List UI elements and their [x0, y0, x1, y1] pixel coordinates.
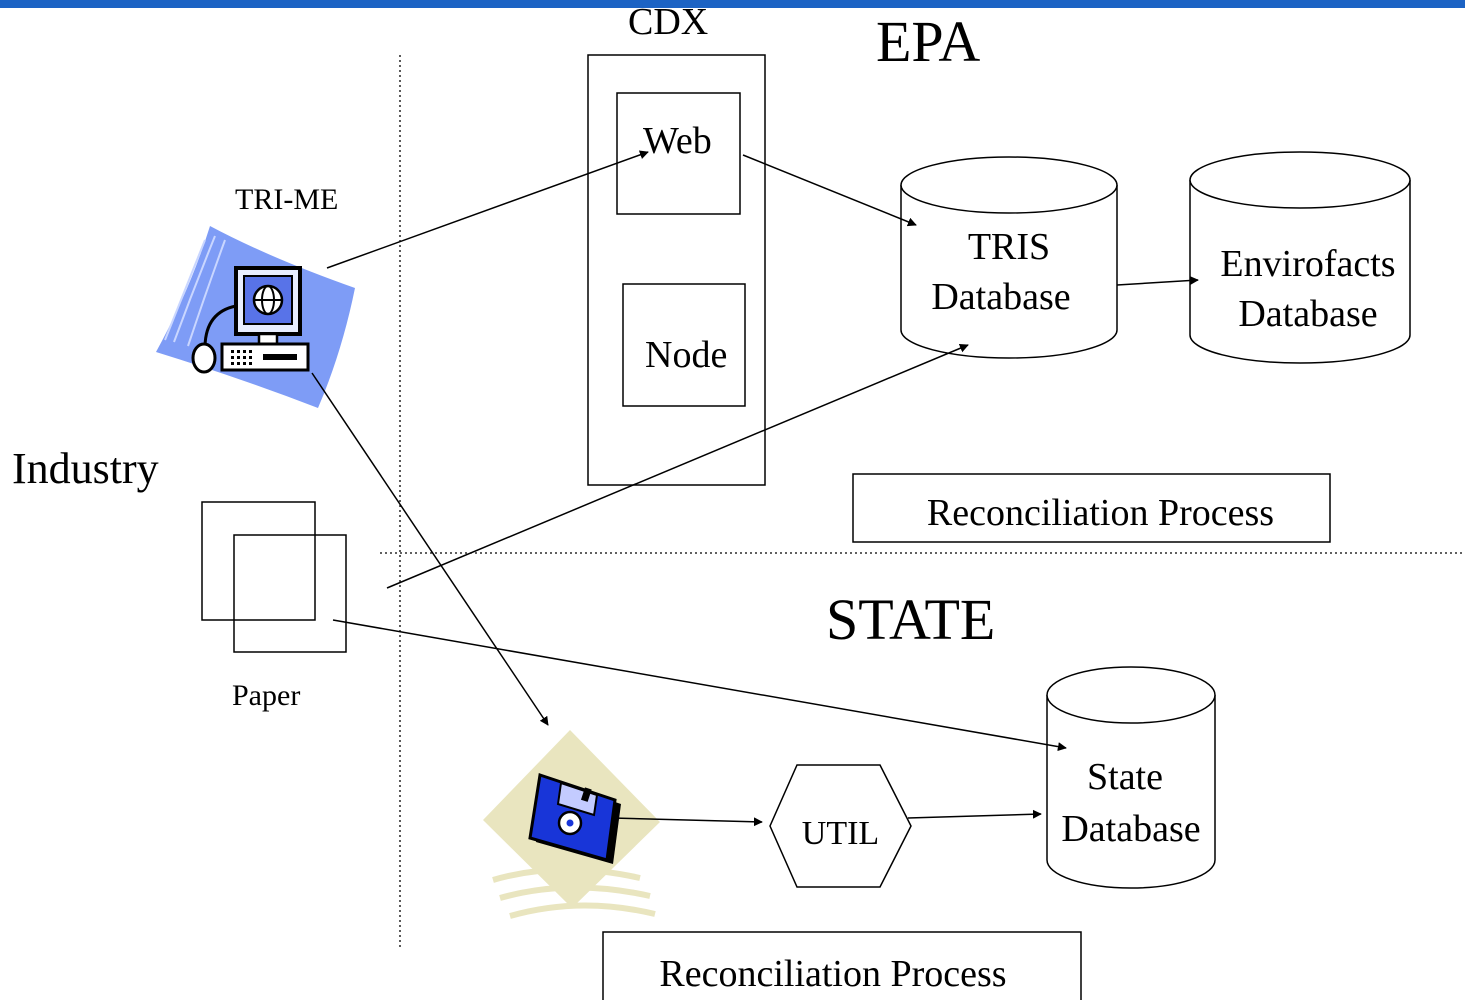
state-db-label-line1: State [1087, 756, 1163, 798]
state-db-label-line2: Database [1061, 808, 1201, 850]
computer-icon [156, 226, 355, 408]
state-reconciliation-label: Reconciliation Process [659, 953, 1007, 995]
util-label: UTIL [801, 815, 880, 852]
envirofacts-db-label-line1: Envirofacts [1220, 243, 1396, 285]
state-reconciliation-box [602, 931, 1082, 1000]
tris-db-label-line2: Database [931, 276, 1071, 318]
node-box [622, 283, 746, 407]
state-database-cylinder [1046, 666, 1216, 889]
header-rule [0, 0, 1465, 8]
util-hexagon [769, 764, 912, 888]
web-box [616, 92, 741, 215]
arrow-trime-to-floppy [311, 372, 549, 726]
arrow-web-to-tris [742, 154, 917, 227]
arrow-util-to-statedb [907, 809, 1042, 819]
state-label: STATE [826, 587, 996, 652]
arrow-tris-to-envirofacts [1116, 276, 1199, 286]
epa-reconciliation-label: Reconciliation Process [926, 492, 1275, 534]
industry-label: Industry [12, 444, 159, 493]
node-label: Node [645, 334, 728, 376]
envirofacts-database-cylinder [1189, 151, 1411, 364]
tris-db-label-line1: TRIS [967, 226, 1051, 268]
cdx-label: CDX [628, 1, 709, 43]
epa-reconciliation-box [852, 473, 1331, 543]
arrow-trime-to-web [326, 150, 649, 269]
envirofacts-db-label-line2: Database [1238, 293, 1378, 335]
cdx-container [587, 54, 766, 486]
tris-database-cylinder [900, 156, 1118, 359]
paper-stack-icon [201, 501, 347, 653]
floppy-disk-icon [483, 730, 660, 919]
web-label: Web [643, 120, 712, 162]
arrow-floppy-to-util [611, 817, 763, 827]
paper-label: Paper [232, 679, 301, 712]
epa-label: EPA [876, 9, 981, 74]
arrow-paper-to-statedb [332, 619, 1067, 752]
arrow-paper-to-tris [386, 343, 969, 589]
tri-me-label: TRI-ME [235, 183, 339, 216]
